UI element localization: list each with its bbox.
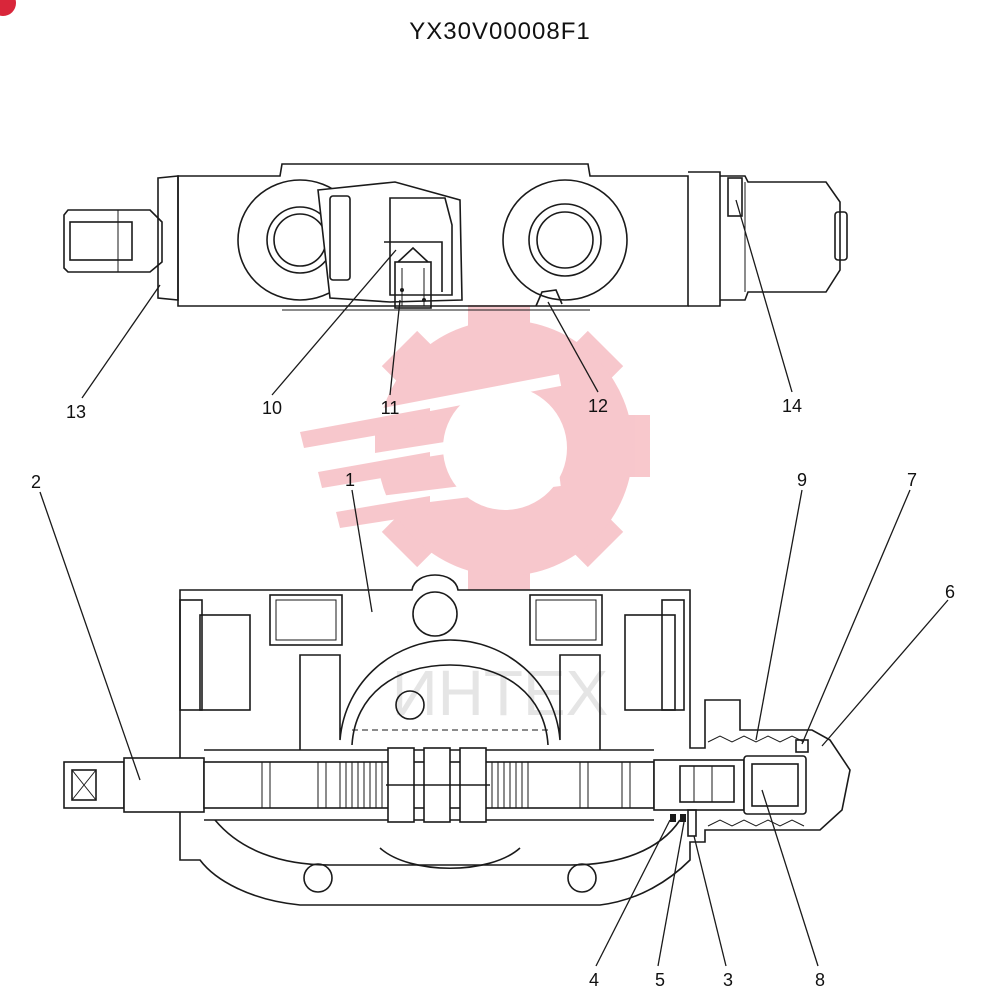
leader-12: [547, 301, 599, 393]
part-label-9: 9: [797, 470, 807, 490]
watermark-logo: ИНТЕХ: [298, 305, 650, 729]
part-label-3: 3: [723, 970, 733, 990]
leader-lines: [39, 199, 949, 967]
leader-5: [657, 821, 685, 967]
part-label-1: 1: [345, 470, 355, 490]
watermark-text: ИНТЕХ: [392, 657, 609, 729]
leader-1: [351, 489, 373, 613]
leader-10: [271, 249, 397, 396]
part-label-7: 7: [907, 470, 917, 490]
part-label-8: 8: [815, 970, 825, 990]
part-label-4: 4: [589, 970, 599, 990]
corner-badge: [0, 0, 16, 16]
leader-6: [821, 599, 949, 747]
part-label-10: 10: [262, 398, 282, 418]
leader-14: [735, 199, 793, 393]
leader-8: [761, 789, 819, 967]
part-label-13: 13: [66, 402, 86, 422]
top-view: [63, 163, 848, 311]
leader-7: [801, 489, 911, 745]
leader-13: [81, 284, 161, 399]
leader-3: [693, 835, 727, 967]
diagram-code: YX30V00008F1: [409, 18, 591, 45]
section-view: [63, 574, 851, 906]
part-label-11: 11: [381, 398, 400, 418]
part-label-2: 2: [31, 472, 41, 492]
leader-11: [389, 299, 401, 396]
part-labels: 13 10 11 12 14 2 1 9 7 6 4 5 3 8: [31, 396, 955, 990]
leader-2: [39, 491, 141, 781]
part-label-14: 14: [782, 396, 802, 416]
leader-4: [595, 819, 671, 967]
part-label-6: 6: [945, 582, 955, 602]
leader-9: [755, 489, 803, 741]
part-label-12: 12: [588, 396, 608, 416]
part-label-5: 5: [655, 970, 665, 990]
